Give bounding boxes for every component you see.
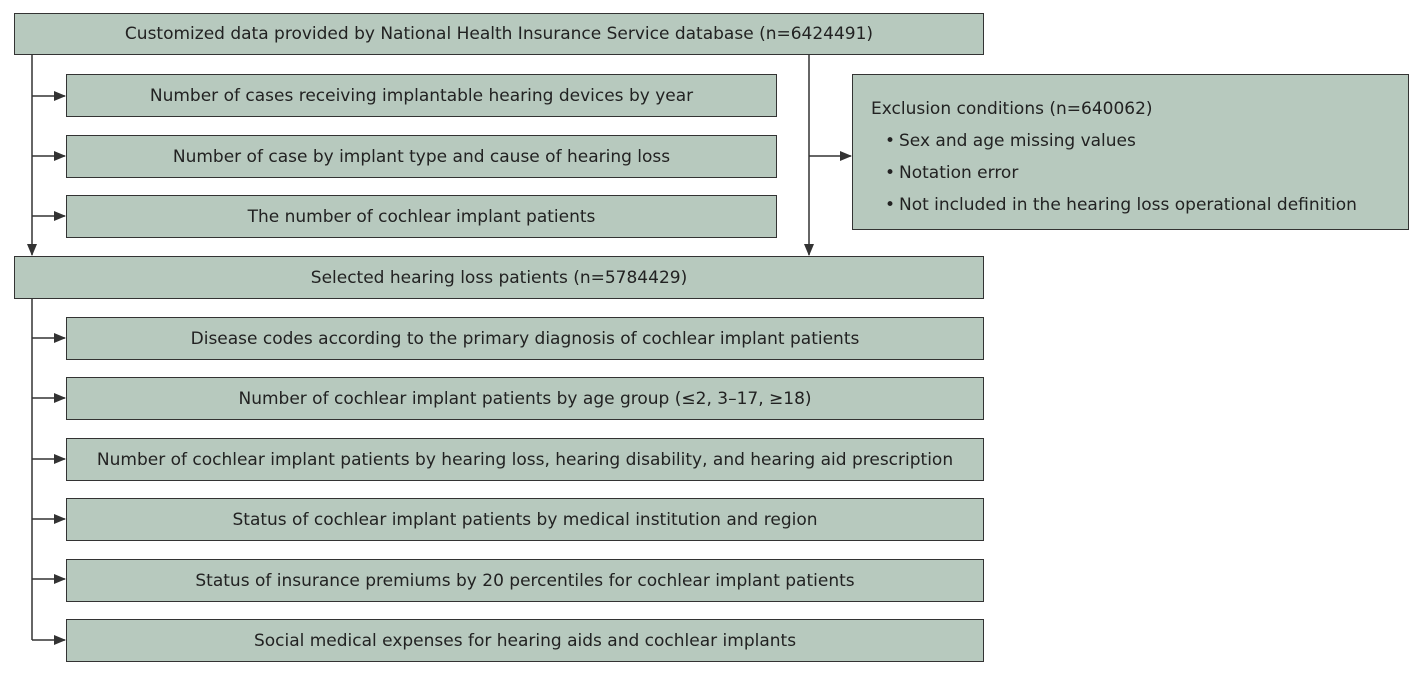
selected-patients-box: Selected hearing loss patients (n=578442… [14,256,984,299]
exclusion-box: Exclusion conditions (n=640062) Sex and … [852,74,1409,230]
exclusion-bullet: Notation error [885,157,1408,189]
lower-item-box-4: Status of cochlear implant patients by m… [66,498,984,541]
lower-item-box-6: Social medical expenses for hearing aids… [66,619,984,662]
lower-item-box-2: Number of cochlear implant patients by a… [66,377,984,420]
upper-item-box-3: The number of cochlear implant patients [66,195,777,238]
upper-item-box-2: Number of case by implant type and cause… [66,135,777,178]
exclusion-title: Exclusion conditions (n=640062) [871,99,1153,119]
source-data-box: Customized data provided by National Hea… [14,13,984,55]
exclusion-bullet: Not included in the hearing loss operati… [885,189,1408,221]
exclusion-bullet: Sex and age missing values [885,125,1408,157]
lower-item-box-3: Number of cochlear implant patients by h… [66,438,984,481]
lower-item-box-1: Disease codes according to the primary d… [66,317,984,360]
lower-item-box-5: Status of insurance premiums by 20 perce… [66,559,984,602]
upper-item-box-1: Number of cases receiving implantable he… [66,74,777,117]
exclusion-list: Sex and age missing values Notation erro… [871,125,1408,221]
